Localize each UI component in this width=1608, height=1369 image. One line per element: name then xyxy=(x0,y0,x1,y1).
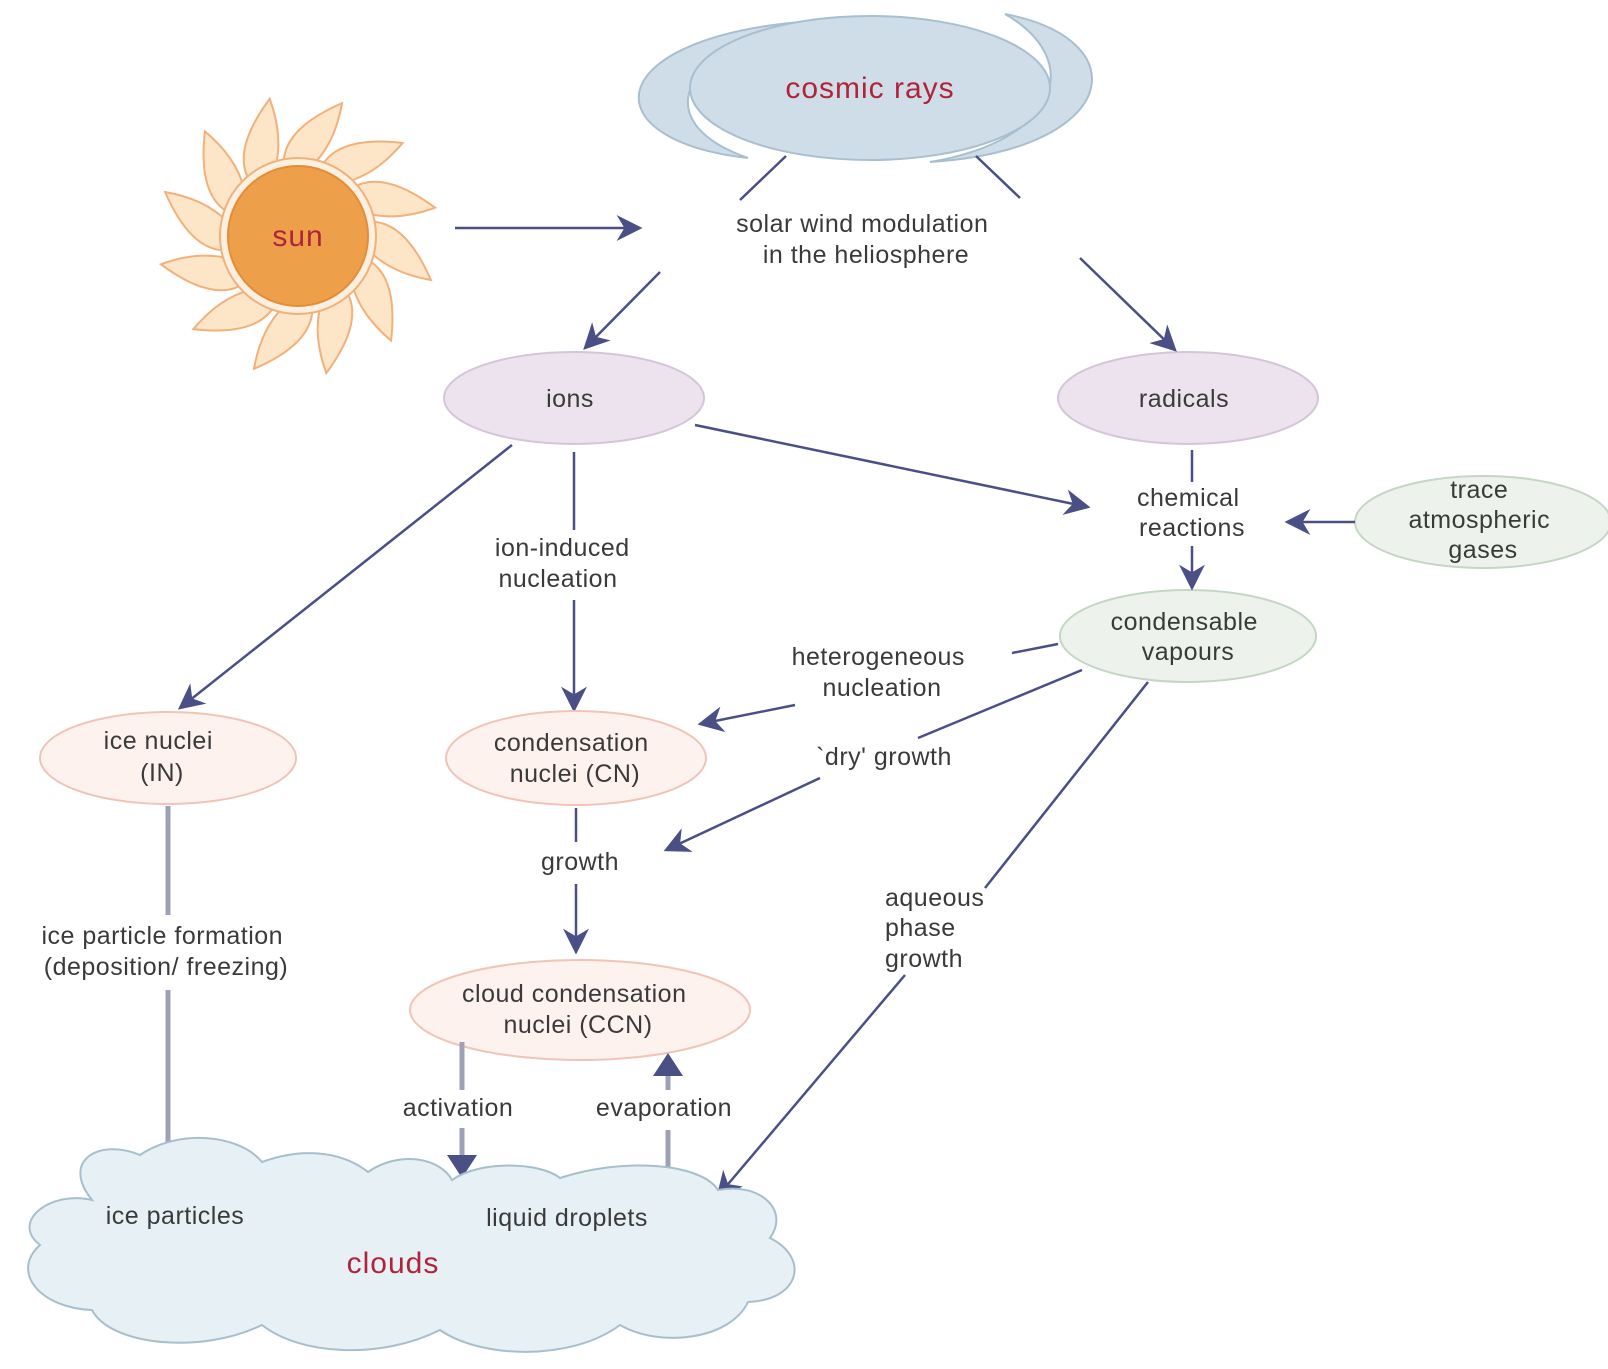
ccn-label: cloud condensation nuclei (CCN) xyxy=(462,980,694,1039)
solar-wind-to-radicals-arrow xyxy=(1079,257,1177,352)
cosmic-rays-arc-left xyxy=(637,21,801,159)
cosmic-rays-node: cosmic rays xyxy=(637,13,1093,163)
ions-ellipse xyxy=(443,351,705,445)
sun-node: sun xyxy=(158,96,438,376)
cosmic-to-solar-wind-line-left xyxy=(739,155,787,201)
condensable-vapours-label: condensable vapours xyxy=(1111,608,1266,666)
aqueous-to-droplets-arrow xyxy=(716,974,906,1198)
cosmic-to-solar-wind-line-right xyxy=(975,155,1021,199)
sun-ray xyxy=(282,101,344,167)
trace-gases-label: trace atmospheric gases xyxy=(1408,476,1557,564)
heterogeneous-to-cn-arrow xyxy=(697,703,796,733)
cosmic-rays-ellipse xyxy=(689,15,1051,161)
trace-gases-node: trace atmospheric gases xyxy=(1354,475,1608,569)
ccn-node: cloud condensation nuclei (CCN) xyxy=(409,959,751,1061)
vapours-to-aqueous-line xyxy=(984,681,1149,889)
ccn-ellipse xyxy=(409,959,751,1061)
cosmic-rays-label: cosmic rays xyxy=(785,72,954,105)
dry-growth-label: `dry' growth xyxy=(816,743,952,771)
sun-ray xyxy=(242,96,280,184)
evaporation-arrowhead xyxy=(653,1053,683,1076)
chemical-reactions-label: chemical reactions xyxy=(1137,484,1247,542)
aqueous-phase-growth-label: aqueous phase growth xyxy=(885,884,992,973)
radicals-node: radicals xyxy=(1057,351,1319,445)
condensable-vapours-node: condensable vapours xyxy=(1059,589,1317,683)
heterogeneous-nucleation-label: heterogeneous nucleation xyxy=(792,643,973,702)
radicals-label: radicals xyxy=(1139,385,1229,413)
ice-nuclei-node: ice nuclei (IN) xyxy=(39,711,297,805)
clouds-node: ice particles liquid droplets clouds xyxy=(27,1136,796,1353)
solar-wind-to-ions-arrow xyxy=(583,271,661,350)
ice-nuclei-ellipse xyxy=(39,711,297,805)
sun-ray xyxy=(367,220,433,282)
condensation-nuclei-ellipse xyxy=(445,710,707,806)
condensable-vapours-ellipse xyxy=(1059,589,1317,683)
sun-label: sun xyxy=(272,220,323,253)
ice-nuclei-label: ice nuclei (IN) xyxy=(104,727,221,787)
cloud-shape xyxy=(27,1136,796,1353)
condensation-nuclei-node: condensation nuclei (CN) xyxy=(445,710,707,806)
ice-particles-label: ice particles xyxy=(106,1202,245,1230)
ion-induced-nucleation-label: ion-induced nucleation xyxy=(495,534,637,593)
radicals-ellipse xyxy=(1057,351,1319,445)
cosmic-rays-arc-right xyxy=(929,13,1093,163)
liquid-droplets-label: liquid droplets xyxy=(486,1204,648,1232)
solar-wind-label: solar wind modulation in the heliosphere xyxy=(736,210,996,269)
vapours-to-dry-growth-line xyxy=(917,668,1083,740)
ions-to-ice-nuclei-arrow xyxy=(177,444,513,710)
condensation-nuclei-label: condensation nuclei (CN) xyxy=(494,729,656,788)
ions-label: ions xyxy=(546,385,594,413)
dry-growth-to-growth-arrow xyxy=(663,776,821,852)
ice-particle-formation-label: ice particle formation (deposition/ free… xyxy=(41,922,290,981)
sun-ray xyxy=(163,190,229,252)
ions-node: ions xyxy=(443,351,705,445)
evaporation-label: evaporation xyxy=(596,1094,732,1122)
sun-ray xyxy=(350,180,438,218)
sun-ray xyxy=(158,254,246,292)
clouds-label: clouds xyxy=(347,1247,440,1280)
vapours-to-heterogeneous-line xyxy=(1011,642,1059,655)
activation-label: activation xyxy=(403,1094,514,1122)
sun-ray xyxy=(252,305,314,371)
activation-arrowhead xyxy=(447,1155,477,1178)
ions-to-chemical-arrow xyxy=(694,423,1091,515)
sun-ray xyxy=(316,288,354,376)
growth-label: growth xyxy=(541,848,619,876)
sun-disc xyxy=(227,165,369,307)
